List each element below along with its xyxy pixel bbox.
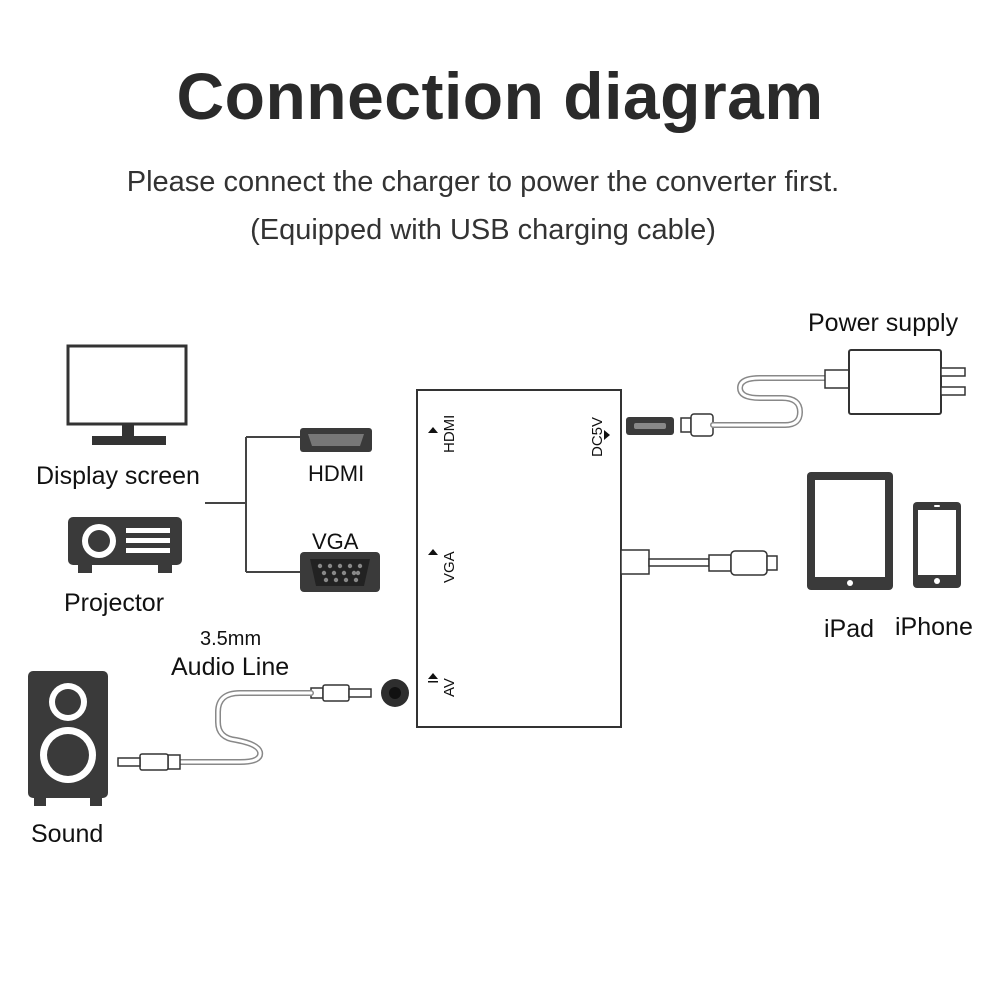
label-hdmi-connector: HDMI [308,461,365,486]
port-label-hdmi: HDMI [441,414,458,453]
ipad-icon [807,472,893,590]
dc5v-port-icon [626,417,674,435]
label-display-screen: Display screen [36,462,200,490]
port-label-av: AV [441,678,458,697]
port-label-vga: VGA [441,551,458,583]
port-label-dc5v: DC5V [589,416,606,457]
power-cable [680,369,850,437]
hdmi-connector-icon [300,428,372,452]
subtitle-line-2: (Equipped with USB charging cable) [250,214,716,246]
label-vga-connector: VGA [312,529,359,554]
label-iphone: iPhone [895,613,973,641]
lightning-cable [620,549,778,576]
connection-bracket [205,436,300,573]
page-title: Connection diagram [176,59,824,133]
vga-connector-icon [300,552,380,592]
iphone-icon [913,502,961,588]
speaker-icon [28,671,108,806]
projector-icon [68,517,182,573]
label-audio-line: Audio Line [171,653,290,681]
av-jack-icon [381,679,409,707]
audio-cable [117,684,372,771]
adapter-body [416,389,622,728]
label-power-supply: Power supply [808,309,959,337]
label-ipad: iPad [824,615,875,643]
label-audio-size: 3.5mm [200,628,262,650]
subtitle-line-1: Please connect the charger to power the … [126,166,840,198]
port-arrows [428,427,610,683]
monitor-icon [66,344,188,445]
label-sound: Sound [31,820,104,848]
power-supply-icon [848,349,966,415]
label-projector: Projector [64,589,165,617]
